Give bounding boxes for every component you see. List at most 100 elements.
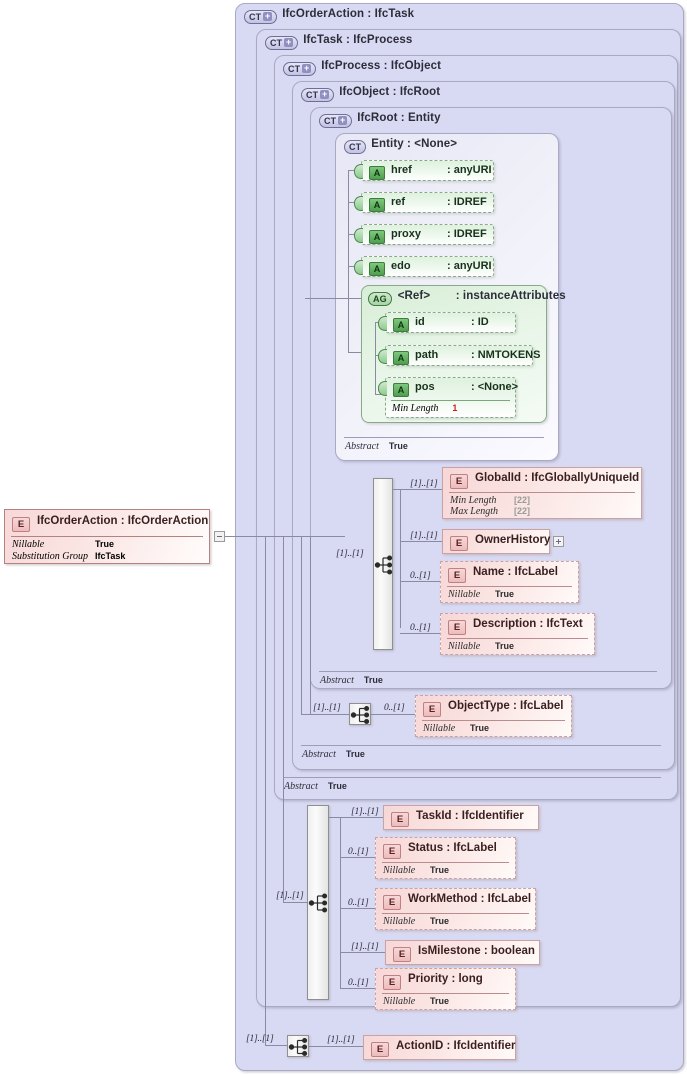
occurrence-globalid: [1]..[1] [410,479,438,489]
element-icon: E [448,568,466,583]
attribute-badge-icon [378,316,387,331]
element-icon: E [383,975,401,990]
abstract-key: Abstract [320,675,354,686]
facet-divider [391,400,510,401]
sequence-compositor-ifcroot[interactable] [373,478,393,650]
complextype-title-ifcorderaction: CT+IfcOrderAction : IfcTask [244,8,414,24]
facet-key: Nillable [448,641,481,652]
complextype-badge-icon[interactable]: CT+ [244,10,278,24]
complextype-badge-icon[interactable]: CT+ [319,114,353,128]
connector-branch-name [400,581,440,582]
element-icon: E [393,947,411,962]
facet-key: Nillable [383,865,416,876]
attribute-name: edo [391,260,411,272]
attribute-icon: A [369,166,385,180]
facet-value: [22] [514,495,531,505]
complextype-label-ifcroot: IfcRoot : Entity [357,112,441,124]
connector-vertical-ifcroot-children [400,489,401,628]
facet-divider [447,638,588,639]
facet-divider [382,913,529,914]
complextype-badge-icon[interactable]: CT+ [301,88,335,102]
attribute-badge-icon [354,260,363,275]
sequence-compositor-ifctask[interactable] [307,805,329,1000]
element-priority[interactable]: E Priority : long Nillable True [375,968,516,1010]
connector-branch-ifcorderaction-seq [265,1045,287,1046]
facet-value: True [495,641,515,651]
complextype-title-ifcprocess: CT+ IfcProcess : IfcObject [283,60,441,76]
complextype-label-ifcprocess: IfcProcess : IfcObject [321,60,442,72]
facet-value: True [430,996,450,1006]
element-label: Priority : long [408,973,483,985]
facet-nillable: Nillable True [448,589,514,600]
facet-value: IfcTask [95,551,126,561]
connector-branch-ownerhistory [400,541,442,542]
sequence-icon [350,706,370,724]
facet-value: 1 [452,403,458,413]
occurrence-ifcobject-sequence: [1]..[1] [313,703,341,713]
complextype-badge-icon[interactable]: CT [344,140,367,154]
expand-ownerhistory-button[interactable] [553,536,564,547]
connector-branch-ifcroot-seq [265,536,345,537]
collapse-root-button[interactable] [214,531,225,542]
attribute-name: id [415,316,425,328]
sequence-compositor-ifcorderaction[interactable] [287,1035,309,1057]
facet-value: True [95,539,115,549]
attribute-type: : IDREF [447,228,487,240]
connector-branch-ismilestone [340,952,385,953]
facet-min-length: Min Length[22] [450,495,530,506]
attribute-icon: A [393,351,409,365]
facet-divider [447,586,572,587]
abstract-value: True [388,441,408,451]
complextype-badge-icon[interactable]: CT+ [283,62,317,76]
element-label: TaskId : IfcIdentifier [416,810,524,822]
facet-key: Nillable [448,589,481,600]
occurrence-ownerhistory: [1]..[1] [410,531,438,541]
complextype-label-ifctask: IfcTask : IfcProcess [303,34,413,46]
element-icon: E [423,702,441,717]
element-icon: E [383,844,401,859]
abstract-divider [319,671,657,672]
attribute-group-type: : instanceAttributes [455,290,566,302]
occurrence-ifcorderaction-sequence: [1]..[1] [246,1034,274,1044]
connector-root-to-tree [225,536,265,537]
attribute-type: : ID [471,316,489,328]
sequence-icon [308,893,328,913]
attribute-name: ref [391,196,406,208]
complextype-badge-icon[interactable]: CT+ [265,36,299,50]
abstract-divider [301,745,661,746]
facet-key: Nillable [383,996,416,1007]
sequence-compositor-ifcobject[interactable] [349,703,371,725]
occurrence-actionid: [1]..[1] [327,1035,355,1045]
facet-nillable: Nillable True [448,641,514,652]
attribute-icon: A [393,383,409,397]
facet-key: Nillable [423,723,456,734]
attribute-badge-icon [354,196,363,211]
sequence-icon [374,555,393,575]
connector-branch-ifcobject-seq [301,714,349,715]
facet-value: True [495,589,515,599]
